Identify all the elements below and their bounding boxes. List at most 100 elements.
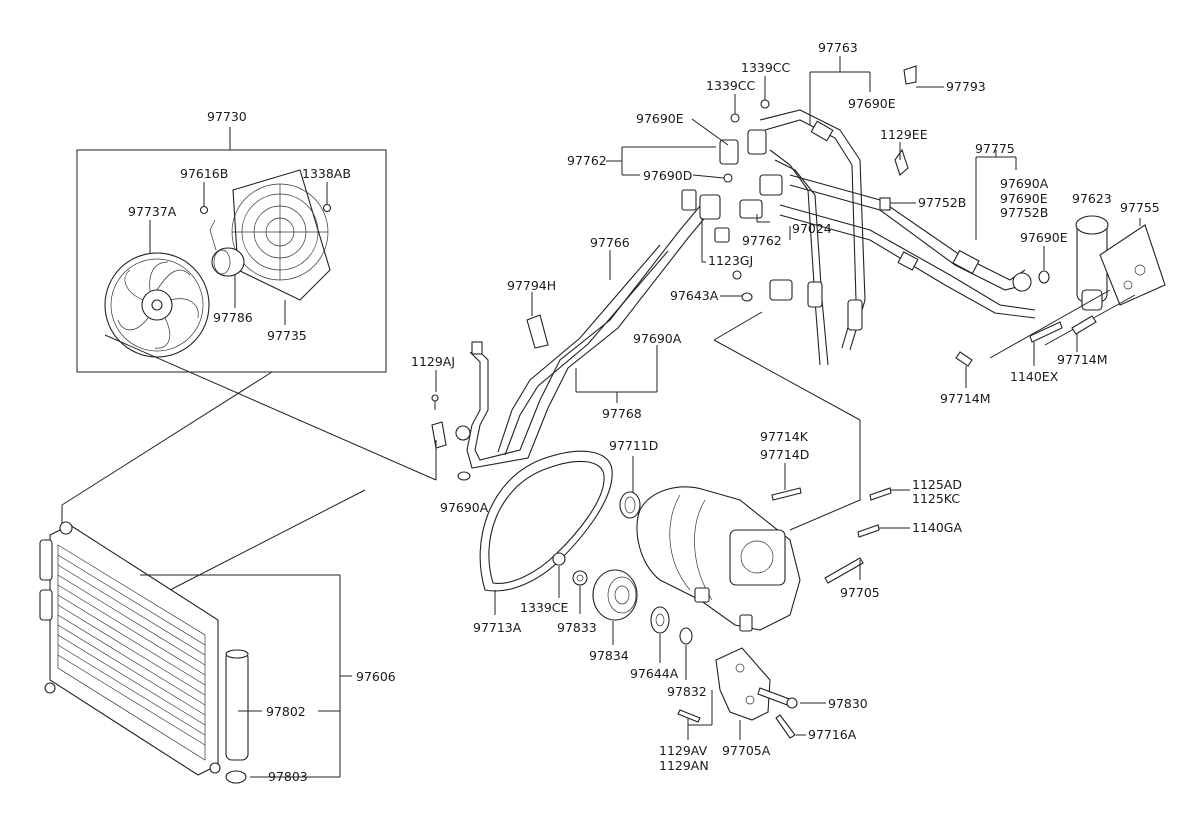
snap-ring-97832[interactable] — [679, 627, 693, 645]
o-ring-97690A[interactable] — [457, 471, 471, 481]
nut-1339CC-a[interactable] — [730, 113, 740, 123]
label-1338AB: 1338AB — [302, 166, 351, 181]
label-97705A: 97705A — [722, 743, 771, 758]
label-97755: 97755 — [1120, 200, 1160, 215]
fitting-lower — [455, 425, 471, 441]
bolt-1125AD[interactable] — [869, 487, 892, 501]
label-97834: 97834 — [589, 648, 629, 663]
mount-bracket-97755[interactable] — [1099, 224, 1166, 306]
bolt-97716A[interactable] — [775, 714, 796, 739]
bolt-97714M-right[interactable] — [1071, 315, 1097, 335]
label-97830: 97830 — [828, 696, 868, 711]
label-1129EE: 1129EE — [880, 127, 928, 142]
label-97690A-lower: 97690A — [440, 500, 489, 515]
label-97803: 97803 — [268, 769, 308, 784]
bolt-97714K[interactable] — [771, 487, 802, 501]
o-ring-97690E-right[interactable] — [1038, 270, 1050, 284]
label-97763: 97763 — [818, 40, 858, 55]
label-97793: 97793 — [946, 79, 986, 94]
discharge-hose-97775[interactable] — [779, 174, 1036, 319]
label-97616B: 97616B — [180, 166, 228, 181]
label-97766: 97766 — [590, 235, 630, 250]
label-97690A-right: 97690A — [1000, 176, 1049, 191]
label-97713A: 97713A — [473, 620, 522, 635]
label-97714K: 97714K — [760, 429, 809, 444]
hose-end-top — [471, 341, 483, 355]
compressor-bracket-97705A[interactable] — [715, 647, 771, 721]
label-97762-left: 97762 — [567, 153, 607, 168]
label-97711D: 97711D — [609, 438, 658, 453]
label-1129AN: 1129AN — [659, 758, 709, 773]
coil-97644A[interactable] — [650, 606, 670, 634]
seal-97711D[interactable] — [619, 491, 641, 519]
nut-1339CE[interactable] — [552, 552, 566, 566]
clip-97793[interactable] — [903, 65, 917, 85]
bolt-1140EX[interactable] — [1029, 321, 1063, 343]
label-97690D: 97690D — [643, 168, 692, 183]
nut-1338AB[interactable] — [322, 203, 332, 213]
label-1129AJ: 1129AJ — [411, 354, 455, 369]
label-97606: 97606 — [356, 669, 396, 684]
label-97705: 97705 — [840, 585, 880, 600]
fan-assembly-box — [76, 149, 387, 373]
bolt-1129AV[interactable] — [677, 709, 701, 723]
label-97690E-far-right: 97690E — [1020, 230, 1068, 245]
label-97730: 97730 — [207, 109, 247, 124]
label-97752B-a: 97752B — [918, 195, 966, 210]
condenser[interactable] — [39, 521, 221, 776]
drive-belt-97713A[interactable] — [479, 450, 613, 592]
bracket-97794H[interactable] — [526, 314, 549, 349]
label-97714M-right: 97714M — [1057, 352, 1108, 367]
label-97716A: 97716A — [808, 727, 857, 742]
label-97786: 97786 — [213, 310, 253, 325]
bolt-97705[interactable] — [824, 557, 864, 584]
o-ring-97690D[interactable] — [723, 173, 733, 183]
fan-motor[interactable] — [209, 219, 245, 277]
label-1339CE: 1339CE — [520, 600, 569, 615]
label-97768: 97768 — [602, 406, 642, 421]
label-97794H: 97794H — [507, 278, 556, 293]
suction-hose-97763[interactable] — [759, 109, 866, 366]
label-97775: 97775 — [975, 141, 1015, 156]
valve-97752B[interactable] — [879, 197, 891, 211]
label-1125KC: 1125KC — [912, 491, 960, 506]
clamp-1129AJ[interactable] — [431, 421, 447, 449]
label-97690E-top: 97690E — [848, 96, 896, 111]
ac-compressor-97705[interactable] — [636, 486, 801, 632]
nut-97616B[interactable] — [199, 205, 209, 215]
label-1125AD: 1125AD — [912, 477, 962, 492]
shim-97833[interactable] — [572, 570, 588, 586]
label-97714M-left: 97714M — [940, 391, 991, 406]
bolt-1140GA[interactable] — [857, 524, 880, 538]
fan-shroud[interactable] — [231, 169, 331, 301]
label-97832: 97832 — [667, 684, 707, 699]
receiver-drier[interactable] — [225, 649, 249, 761]
fan-assembly-group: 97730 97616B 1338AB 97737A 97786 97735 — [76, 109, 387, 373]
label-97762-right: 97762 — [742, 233, 782, 248]
label-97690A-mid: 97690A — [633, 331, 682, 346]
label-97802: 97802 — [266, 704, 306, 719]
bolt-1129EE[interactable] — [894, 148, 909, 176]
label-97735: 97735 — [267, 328, 307, 343]
label-97024: 97024 — [792, 221, 832, 236]
label-1339CC-second: 1339CC — [706, 78, 756, 93]
manifold-fittings[interactable] — [681, 129, 793, 301]
bolt-1123GJ[interactable] — [732, 270, 742, 280]
label-1123GJ: 1123GJ — [708, 253, 753, 268]
label-97623: 97623 — [1072, 191, 1112, 206]
bolt-97714M-left[interactable] — [955, 351, 973, 367]
o-ring-97643A[interactable] — [741, 292, 753, 302]
label-97737A: 97737A — [128, 204, 177, 219]
cooling-fan-blade[interactable] — [104, 252, 210, 358]
drier-cap-97803[interactable] — [225, 770, 247, 784]
label-1140GA: 1140GA — [912, 520, 962, 535]
liquid-tube-97768[interactable] — [466, 199, 714, 469]
label-97644A: 97644A — [630, 666, 679, 681]
label-97690E-left: 97690E — [636, 111, 684, 126]
label-1129AV: 1129AV — [659, 743, 708, 758]
pulley-97834[interactable] — [592, 569, 638, 621]
label-1339CC-top: 1339CC — [741, 60, 791, 75]
nut-1339CC-b[interactable] — [760, 99, 770, 109]
label-97690E-right: 97690E — [1000, 191, 1048, 206]
